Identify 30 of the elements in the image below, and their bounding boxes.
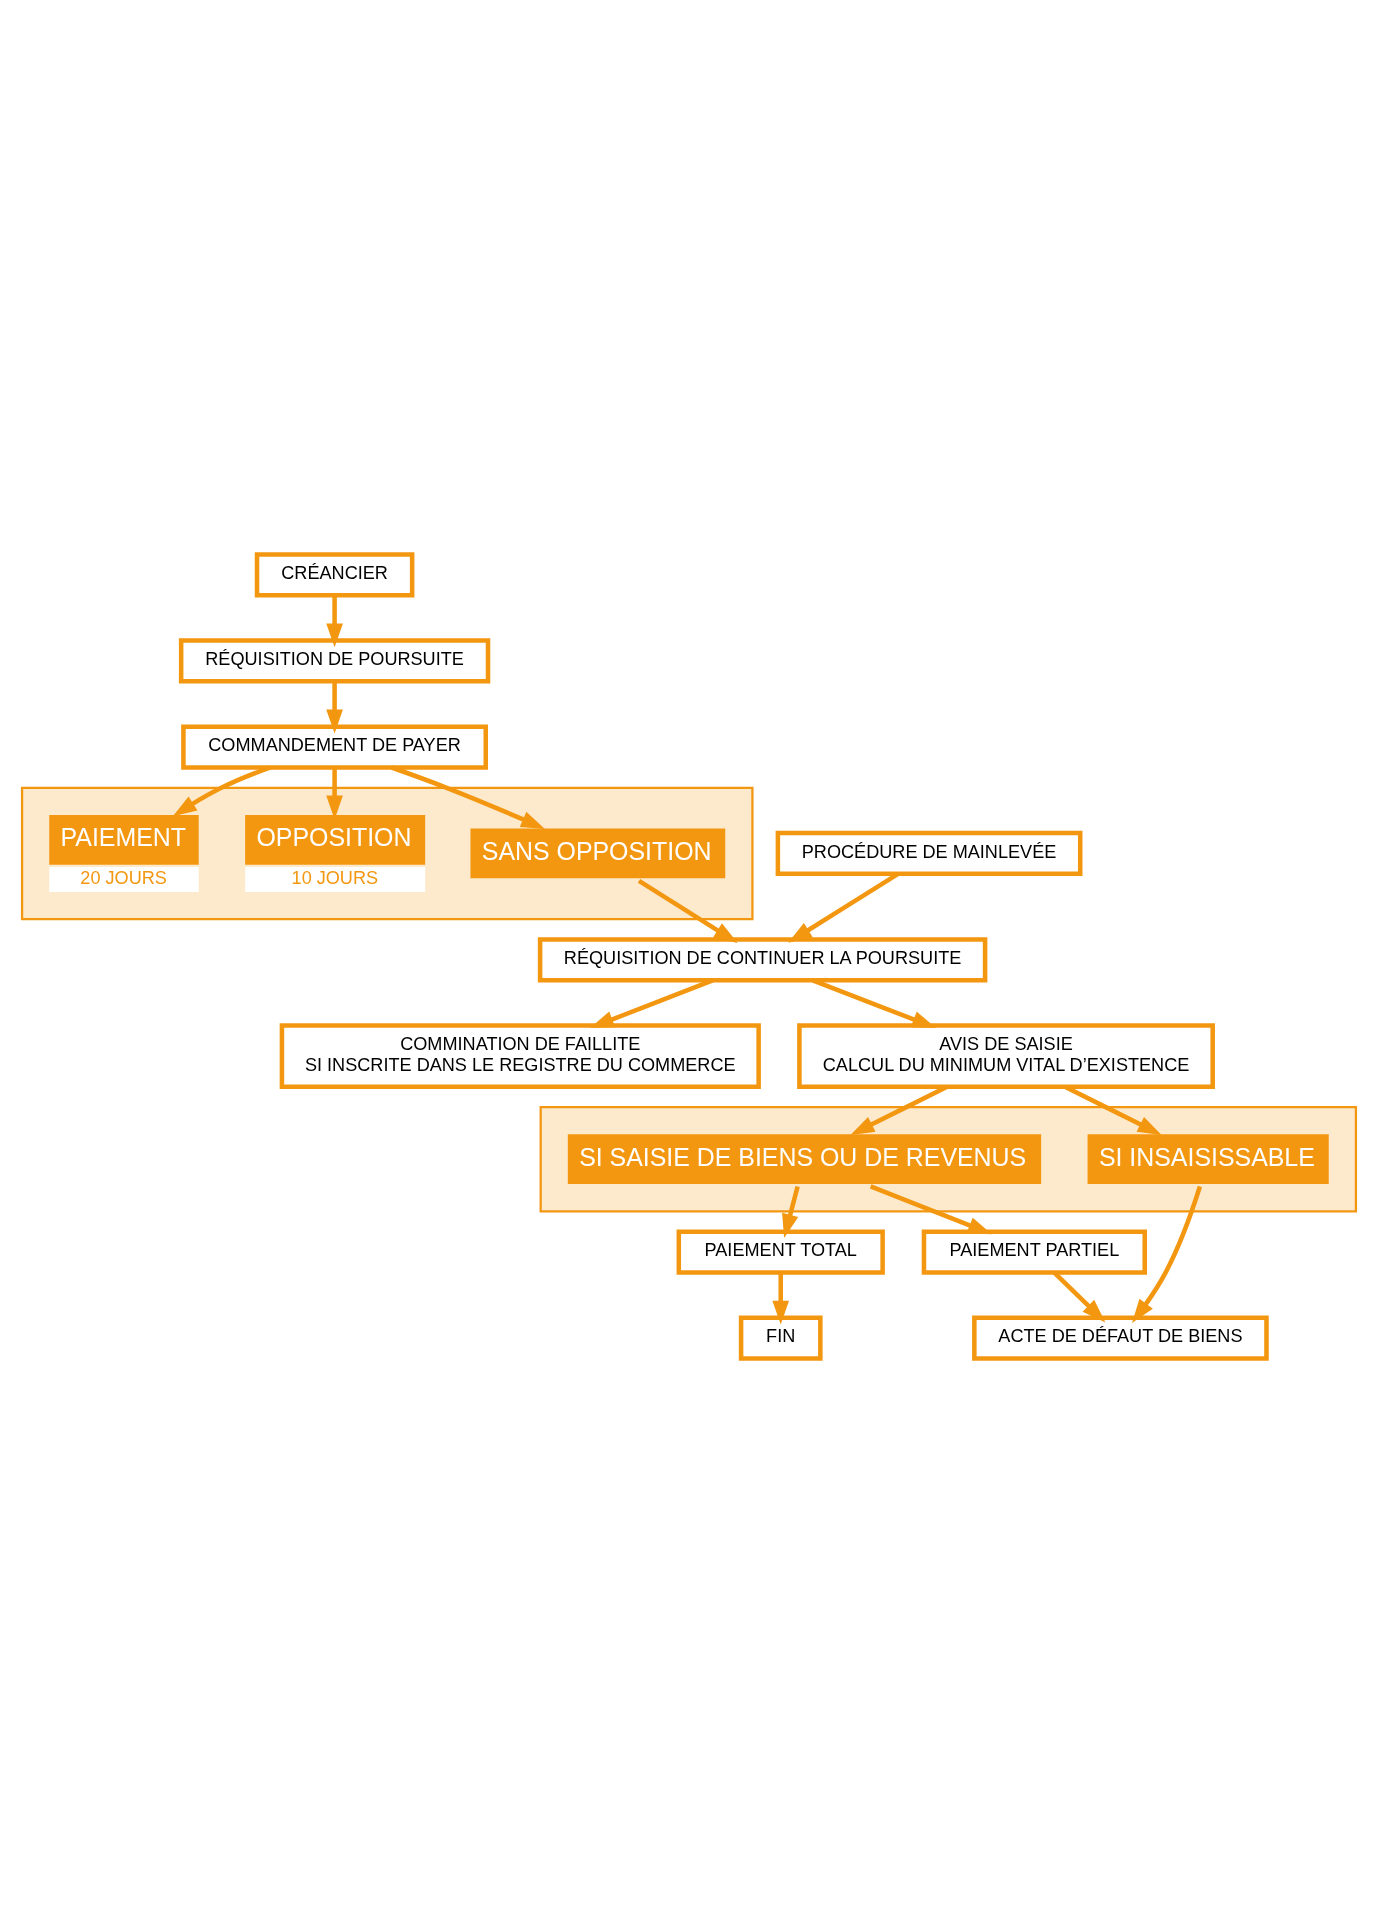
node-box: PROCÉDURE DE MAINLEVÉE xyxy=(775,830,1083,877)
arrow xyxy=(590,978,714,1028)
arrow xyxy=(326,681,343,734)
node-box: CRÉANCIER xyxy=(254,552,415,598)
arrow xyxy=(788,872,900,943)
cluster xyxy=(539,1105,1358,1213)
node-box: FIN xyxy=(738,1315,823,1361)
node-label: 20 JOURS xyxy=(80,867,167,888)
arrow xyxy=(772,1272,790,1325)
node-box: COMMINATION DE FAILLITE SI INSCRITE DANS LE REGISTRE DU COMMERCE xyxy=(279,1023,761,1089)
arrow xyxy=(637,878,738,944)
node-box: AVIS DE SAISIE CALCUL DU MINIMUM VITAL D’EXISTENCE xyxy=(797,1023,1215,1089)
arrow xyxy=(811,978,936,1028)
arrow xyxy=(782,1185,800,1238)
node-box: ACTE DE DÉFAUT DE BIENS xyxy=(972,1315,1269,1361)
arrow xyxy=(869,1184,992,1235)
node-box: COMMANDEMENT DE PAYER xyxy=(181,724,488,770)
arrow xyxy=(390,765,545,829)
arrow xyxy=(326,595,343,648)
node-label: 10 JOURS xyxy=(291,867,379,888)
node-box: RÉQUISITION DE CONTINUER LA POURSUITE xyxy=(537,937,988,983)
cluster xyxy=(20,786,754,921)
node-box: SI INSAISISSABLE xyxy=(1087,1134,1329,1185)
node-box: RÉQUISITION DE POURSUITE xyxy=(178,638,491,684)
arrow xyxy=(1052,1270,1106,1323)
node-box: SI SAISIE DE BIENS OU DE REVENUS xyxy=(567,1134,1042,1185)
arrow xyxy=(172,765,272,817)
node-box: SANS OPPOSITION xyxy=(470,828,726,879)
node-box: PAIEMENT PARTIEL xyxy=(921,1229,1148,1275)
node-box: PAIEMENT TOTAL xyxy=(676,1229,885,1275)
